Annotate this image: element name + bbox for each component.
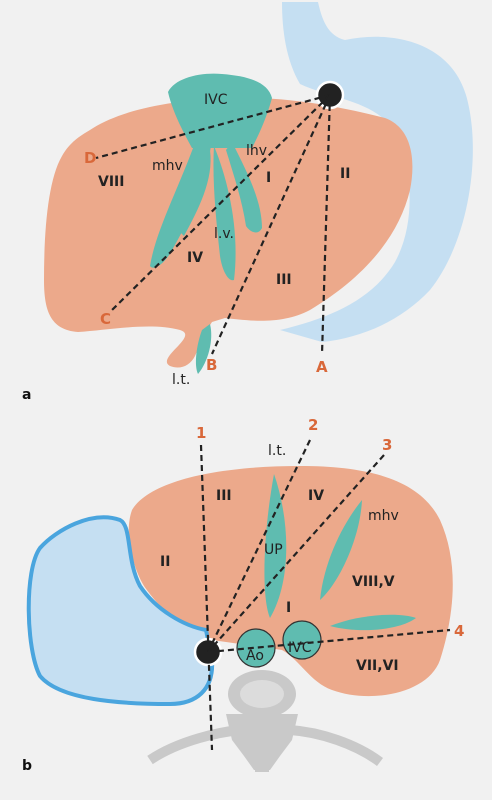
- panel-b-ivc: [282, 620, 322, 660]
- panel-a-mhv: [150, 140, 212, 268]
- panel-b-segment-iii: III: [216, 488, 232, 504]
- panel-a-lv: [213, 146, 236, 281]
- panel-a-label: a: [22, 387, 31, 403]
- panel-a-ivc-label: IVC: [204, 92, 228, 108]
- panel-a-lhv-label: lhv: [246, 143, 267, 159]
- panel-b-line-1-label: 1: [196, 424, 206, 442]
- panel-a-lhv: [226, 142, 262, 233]
- panel-a-line-d-label: D: [84, 149, 96, 167]
- panel-b-segment-viii-v: VIII,V: [352, 574, 395, 590]
- panel-a-mhv-branch: [178, 150, 211, 236]
- panel-a-segment-viii: VIII: [98, 174, 124, 190]
- panel-a-segment-iii: III: [276, 272, 292, 288]
- panel-b-segment-vii-vi: VII,VI: [356, 658, 399, 674]
- panel-b-mhv-label: mhv: [368, 508, 399, 524]
- panel-a-lv-label: l.v.: [214, 226, 234, 242]
- panel-b-up-label: UP: [264, 542, 283, 558]
- panel-b-segment-ii: II: [160, 554, 170, 570]
- panel-b-ao: [236, 628, 276, 668]
- panel-b-line-2-label: 2: [308, 416, 318, 434]
- panel-b-line-4: [207, 628, 451, 654]
- panel-a-line-c: [111, 94, 331, 311]
- panel-b-segment-i: I: [286, 600, 291, 616]
- panel-a: IVC mhv lhv l.v. l.t. VIII I II IV III D…: [22, 2, 473, 403]
- panel-b-label: b: [22, 758, 32, 774]
- panel-b-line-3-label: 3: [382, 436, 392, 454]
- panel-a-line-b-label: B: [206, 356, 217, 374]
- panel-a-line-a-label: A: [316, 358, 328, 376]
- panel-b-ao-label: Ao: [246, 648, 264, 664]
- panel-b-rhv: [330, 614, 416, 631]
- panel-b-mhv: [320, 500, 362, 600]
- panel-a-mhv-label: mhv: [152, 158, 183, 174]
- panel-b-ivc-label: IVC: [288, 640, 312, 656]
- panel-b-line-1: [199, 444, 214, 751]
- panel-b: l.t. UP mhv Ao IVC III IV II I VIII,V VI…: [22, 416, 464, 774]
- panel-a-lt: [195, 324, 212, 374]
- panel-b-line-3: [207, 454, 385, 653]
- panel-a-lt-label: l.t.: [172, 372, 190, 388]
- panel-a-line-c-label: C: [100, 310, 111, 328]
- panel-a-line-b: [210, 94, 332, 355]
- panel-b-line-4-label: 4: [454, 622, 464, 640]
- panel-b-vertebra: [147, 670, 383, 772]
- panel-a-ivc-shape: [168, 73, 272, 148]
- panel-b-segment-iv: IV: [308, 488, 324, 504]
- panel-b-lt-label: l.t.: [268, 443, 286, 459]
- panel-a-segment-i: I: [266, 170, 271, 186]
- panel-a-segment-iv: IV: [187, 250, 203, 266]
- panel-a-segment-ii: II: [340, 166, 350, 182]
- panel-a-line-a: [320, 94, 332, 355]
- panel-a-line-d: [95, 93, 331, 160]
